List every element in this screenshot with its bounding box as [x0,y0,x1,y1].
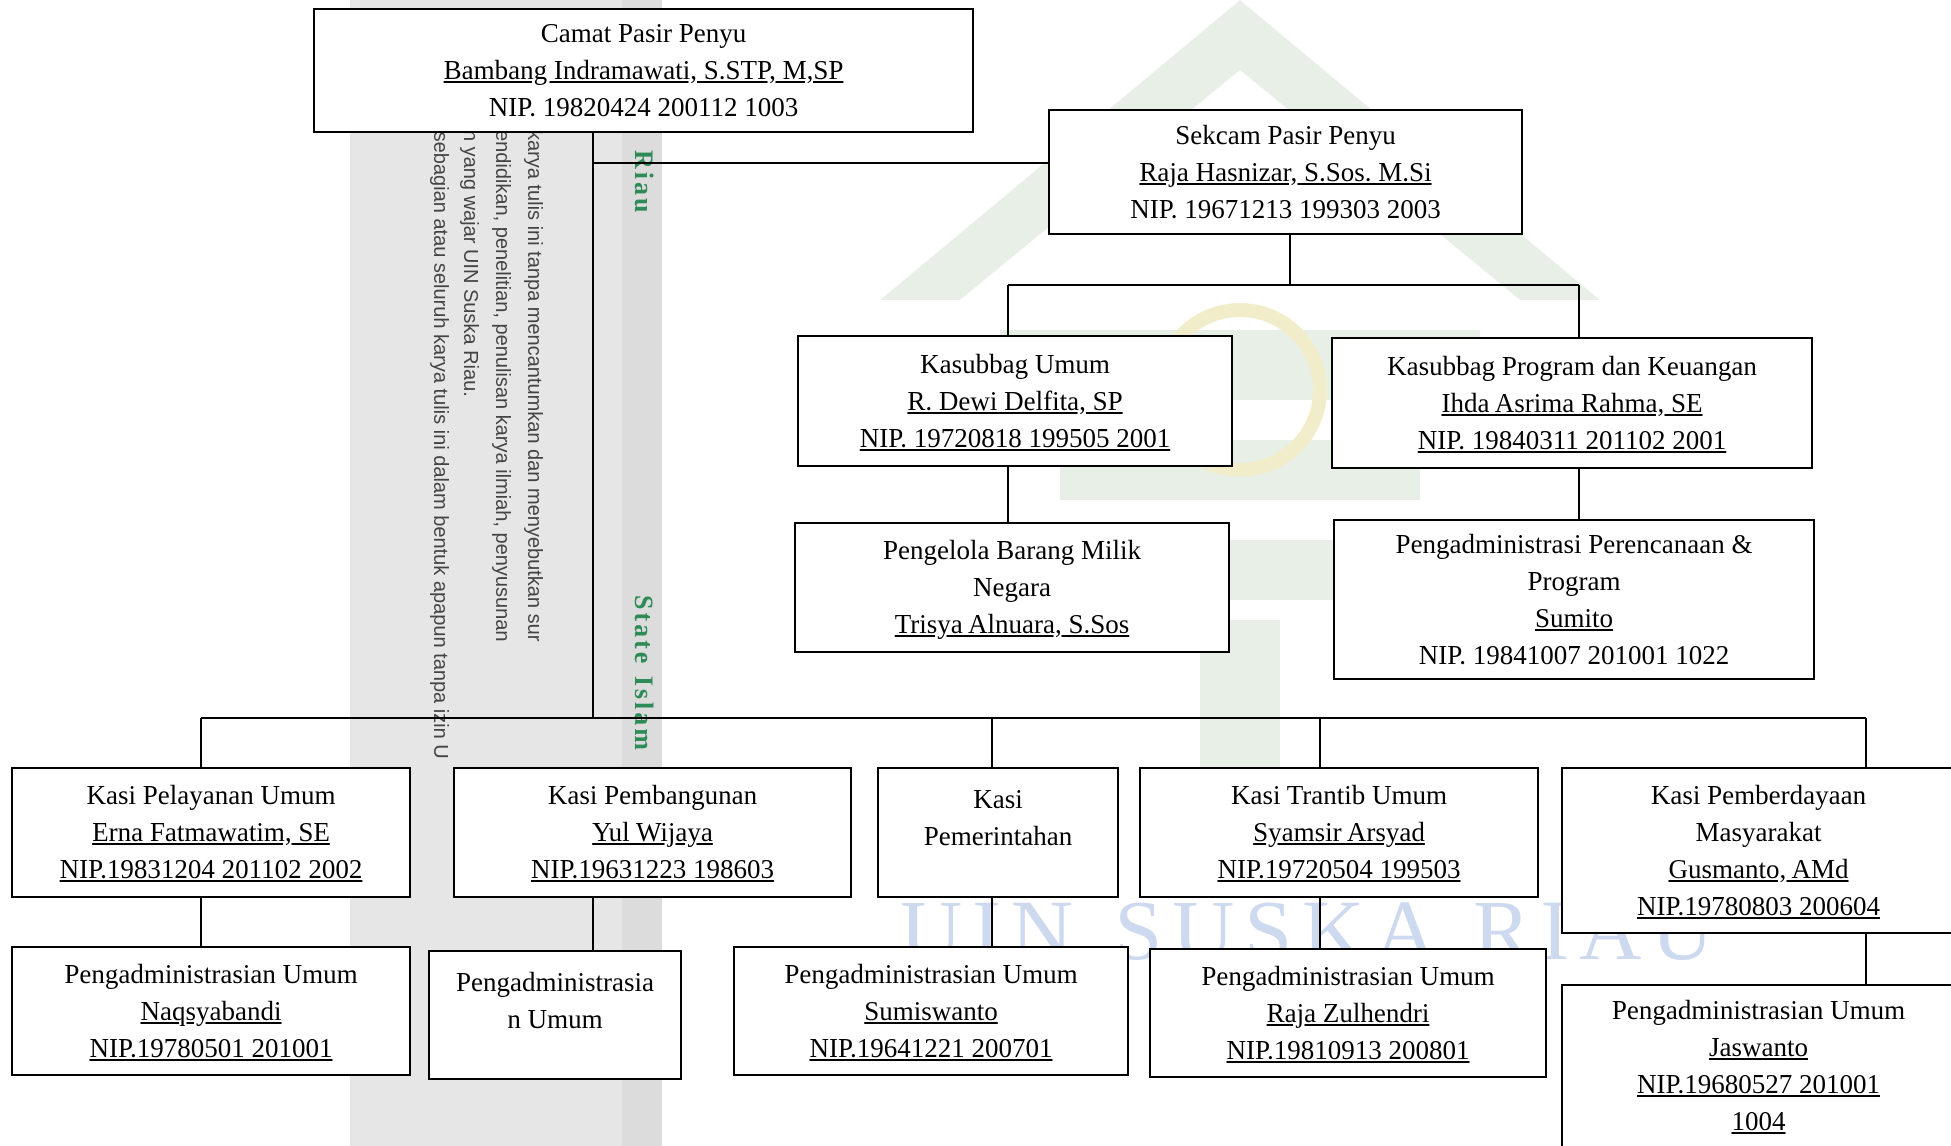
kasi-pembangunan-name: Yul Wijaya [592,817,713,847]
pengelola-barang-title-1: Pengelola Barang Milik [883,535,1141,565]
adm-2-title-2: n Umum [507,1004,603,1034]
adm-3-title: Pengadministrasian Umum [784,958,1078,989]
kasi-trantib-nip: NIP.19720504 199503 [1217,854,1461,884]
pengadm-perencanaan-name: Sumito [1534,602,1614,633]
box-adm-5: Pengadministrasian Umum Jaswanto NIP.196… [1561,984,1951,1146]
adm-4-title: Pengadministrasian Umum [1201,960,1495,991]
adm-1-nip: NIP.19780501 201001 [89,1032,333,1063]
sekcam-title: Sekcam Pasir Penyu [1175,119,1396,150]
box-adm-4: Pengadministrasian Umum Raja Zulhendri N… [1149,948,1547,1078]
box-kasi-pemerintahan: Kasi Pemerintahan [877,767,1119,898]
kasubbag-program-nip: NIP. 19840311 201102 2001 [1417,424,1727,455]
box-sekcam: Sekcam Pasir Penyu Raja Hasnizar, S.Sos.… [1048,109,1523,235]
kasi-pemerintahan-title-1: Kasi [973,784,1023,814]
adm-1-name: Naqsyabandi [140,995,282,1026]
adm-2-title-1: Pengadministrasia [456,967,654,997]
kasi-pemberdayaan-title-2: Masyarakat [1695,816,1822,847]
watermark-green-state-islam: State Islam [629,595,658,753]
adm-3-name: Sumiswanto [864,995,998,1026]
box-camat: Camat Pasir Penyu Bambang Indramawati, S… [313,8,974,133]
kasi-pelayanan-name: Erna Fatmawatim, SE [92,817,330,847]
kasubbag-umum-title: Kasubbag Umum [920,348,1110,379]
kasi-pembangunan-nip: NIP.19631223 198603 [530,854,774,884]
box-kasi-pembangunan: Kasi Pembangunan Yul Wijaya NIP.19631223… [453,767,852,898]
box-kasubbag-umum: Kasubbag Umum R. Dewi Delfita, SP NIP. 1… [797,335,1233,467]
kasubbag-program-title: Kasubbag Program dan Keuangan [1387,350,1757,381]
camat-name: Bambang Indramawati, S.STP, M,SP [443,55,844,85]
adm-5-name: Jaswanto [1709,1032,1808,1062]
adm-4-name: Raja Zulhendri [1266,997,1430,1028]
box-kasi-pemberdayaan: Kasi Pemberdayaan Masyarakat Gusmanto, A… [1561,767,1951,934]
box-pengelola-barang: Pengelola Barang Milik Negara Trisya Aln… [794,522,1230,653]
camat-nip: NIP. 19820424 200112 1003 [488,92,799,122]
box-kasi-trantib: Kasi Trantib Umum Syamsir Arsyad NIP.197… [1139,767,1539,898]
box-adm-2: Pengadministrasia n Umum [428,950,682,1080]
kasi-pelayanan-title: Kasi Pelayanan Umum [86,780,336,810]
watermark-text-2: n yang wajar UIN Suska Riau. [459,130,481,397]
kasi-pemerintahan-title-2: Pemerintahan [923,821,1073,851]
kasi-pemberdayaan-name: Gusmanto, AMd [1668,853,1849,884]
kasi-trantib-title: Kasi Trantib Umum [1230,780,1448,810]
box-kasi-pelayanan: Kasi Pelayanan Umum Erna Fatmawatim, SE … [11,767,411,898]
camat-title: Camat Pasir Penyu [540,18,747,48]
box-adm-1: Pengadministrasian Umum Naqsyabandi NIP.… [11,946,411,1076]
adm-5-nip-2: 1004 [1731,1106,1786,1136]
box-adm-3: Pengadministrasian Umum Sumiswanto NIP.1… [733,946,1129,1076]
kasi-pemberdayaan-nip: NIP.19780803 200604 [1636,890,1880,921]
sekcam-nip: NIP. 19671213 199303 2003 [1130,193,1441,224]
watermark-text-1: yak sebagian atau seluruh karya tulis in… [429,95,451,759]
kasubbag-program-name: Ihda Asrima Rahma, SE [1441,387,1703,418]
kasi-pembangunan-title: Kasi Pembangunan [547,780,758,810]
pengelola-barang-title-2: Negara [973,572,1051,602]
watermark-text-4: karya tulis ini tanpa mencantumkan dan m… [523,130,545,642]
sekcam-name: Raja Hasnizar, S.Sos. M.Si [1139,156,1432,187]
kasi-pelayanan-nip: NIP.19831204 201102 2002 [59,854,363,884]
watermark-text-3: endidikan, penelitian, penulisan karya i… [491,130,513,642]
pengadm-perencanaan-title-1: Pengadministrasi Perencanaan & [1395,528,1753,559]
adm-1-title: Pengadministrasian Umum [64,958,358,989]
kasubbag-umum-nip: NIP. 19720818 199505 2001 [859,422,1171,453]
adm-3-nip: NIP.19641221 200701 [809,1032,1053,1063]
adm-5-title: Pengadministrasian Umum [1611,995,1906,1025]
pengadm-perencanaan-nip: NIP. 19841007 201001 1022 [1418,639,1730,670]
pengelola-barang-name: Trisya Alnuara, S.Sos [894,609,1130,639]
kasi-trantib-name: Syamsir Arsyad [1253,817,1425,847]
adm-5-nip-1: NIP.19680527 201001 [1636,1069,1880,1099]
box-pengadm-perencanaan: Pengadministrasi Perencanaan & Program S… [1333,519,1815,680]
adm-4-nip: NIP.19810913 200801 [1226,1034,1470,1065]
watermark-green-riau: Riau [629,150,658,216]
kasi-pemberdayaan-title-1: Kasi Pemberdayaan [1650,779,1867,810]
kasubbag-umum-name: R. Dewi Delfita, SP [907,385,1123,416]
pengadm-perencanaan-title-2: Program [1527,565,1621,596]
box-kasubbag-program: Kasubbag Program dan Keuangan Ihda Asrim… [1331,337,1813,469]
